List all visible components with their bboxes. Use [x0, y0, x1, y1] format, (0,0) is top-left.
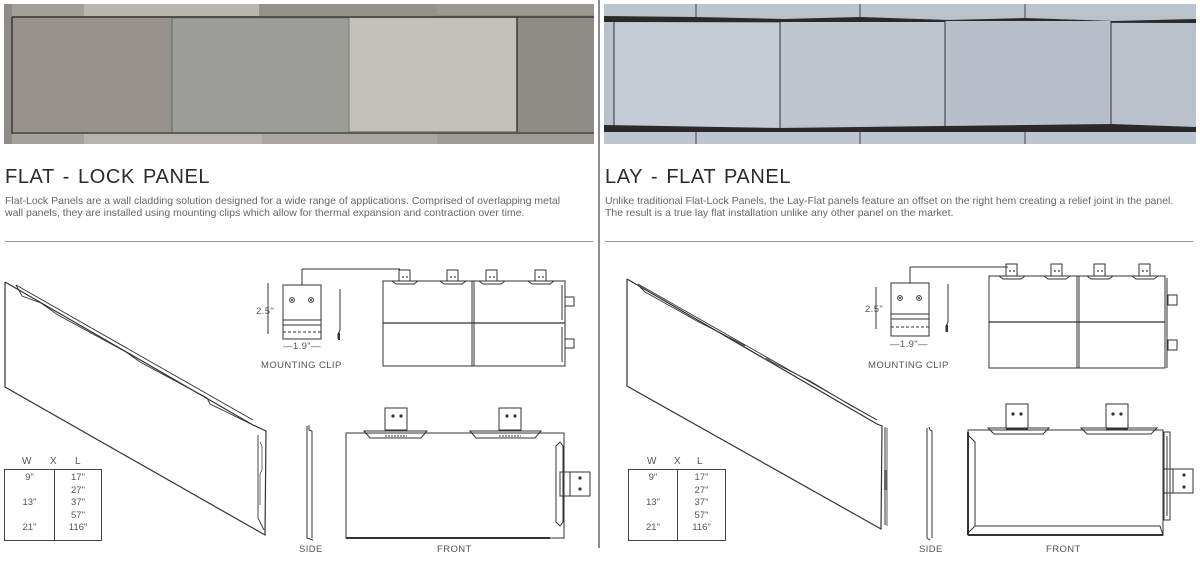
- length-value: 27": [71, 484, 85, 496]
- front-view-label: FRONT: [437, 544, 472, 555]
- width-value: 21": [22, 522, 37, 533]
- flat-lock-photo-image: [4, 4, 594, 144]
- width-value: 9": [648, 472, 658, 483]
- length-value: 17": [71, 472, 85, 483]
- lay-flat-technical-drawing: 2.5" —1.9"— MOUNTING CLIP SIDE FRONT W X…: [600, 250, 1200, 562]
- divider: [605, 241, 1193, 242]
- lay-flat-photo-image: [604, 4, 1196, 144]
- length-value: 57": [694, 509, 709, 521]
- widths-column: 9" 13" 21": [5, 470, 55, 540]
- lay-flat-photo: [604, 4, 1196, 144]
- panel-description: Flat-Lock Panels are a wall cladding sol…: [5, 195, 561, 219]
- lay-flat-panel-section: LAY - FLAT PANEL Unlike traditional Flat…: [600, 0, 1200, 562]
- width-value: 9": [25, 472, 34, 483]
- dimensions-table: 9" 13" 21" 17" 27" 37" 57" 116": [628, 469, 726, 541]
- clip-width-label: —1.9"—: [283, 341, 321, 352]
- isometric-panel-drawing: [4, 268, 591, 541]
- flat-lock-technical-drawing: 2.5" —1.9"— MOUNTING CLIP SIDE FRONT W X…: [0, 250, 600, 562]
- column-divider: [598, 0, 600, 548]
- length-value: 116": [68, 522, 88, 533]
- clip-caption: MOUNTING CLIP: [261, 360, 342, 371]
- flat-lock-photo: [4, 4, 594, 144]
- lengths-column: 17" 27" 37" 57" 116": [55, 470, 101, 540]
- dims-header-x: X: [674, 456, 681, 467]
- front-view-label: FRONT: [1046, 544, 1081, 555]
- panel-title: LAY - FLAT PANEL: [605, 166, 792, 188]
- clip-height-label: 2.5": [256, 306, 275, 317]
- panel-description: Unlike traditional Flat-Lock Panels, the…: [605, 195, 1174, 219]
- clip-caption: MOUNTING CLIP: [868, 360, 949, 371]
- length-value: 57": [71, 509, 85, 521]
- length-value: 37": [71, 497, 85, 508]
- clip-height-label: 2.5": [865, 304, 884, 315]
- width-value: 13": [22, 497, 37, 508]
- length-value: 27": [694, 484, 709, 496]
- width-value: 13": [646, 497, 660, 508]
- length-value: 116": [692, 522, 711, 533]
- lengths-column: 17" 27" 37" 57" 116": [678, 470, 725, 540]
- clip-width-label: —1.9"—: [890, 339, 928, 350]
- dims-header-w: W: [22, 456, 32, 467]
- side-view-label: SIDE: [919, 544, 943, 555]
- length-value: 17": [694, 472, 709, 483]
- isometric-panel-drawing: [626, 263, 1194, 541]
- dims-header-l: L: [75, 456, 81, 467]
- width-value: 21": [646, 522, 660, 533]
- dimensions-table: 9" 13" 21" 17" 27" 37" 57" 116": [4, 469, 102, 541]
- side-view-label: SIDE: [299, 544, 323, 555]
- dims-header-x: X: [50, 456, 57, 467]
- widths-column: 9" 13" 21": [629, 470, 678, 540]
- length-value: 37": [694, 497, 709, 508]
- flat-lock-panel-section: FLAT - LOCK PANEL Flat-Lock Panels are a…: [0, 4, 600, 562]
- panel-title: FLAT - LOCK PANEL: [5, 166, 211, 188]
- divider: [5, 241, 593, 242]
- dims-header-w: W: [647, 456, 657, 467]
- dims-header-l: L: [697, 456, 703, 467]
